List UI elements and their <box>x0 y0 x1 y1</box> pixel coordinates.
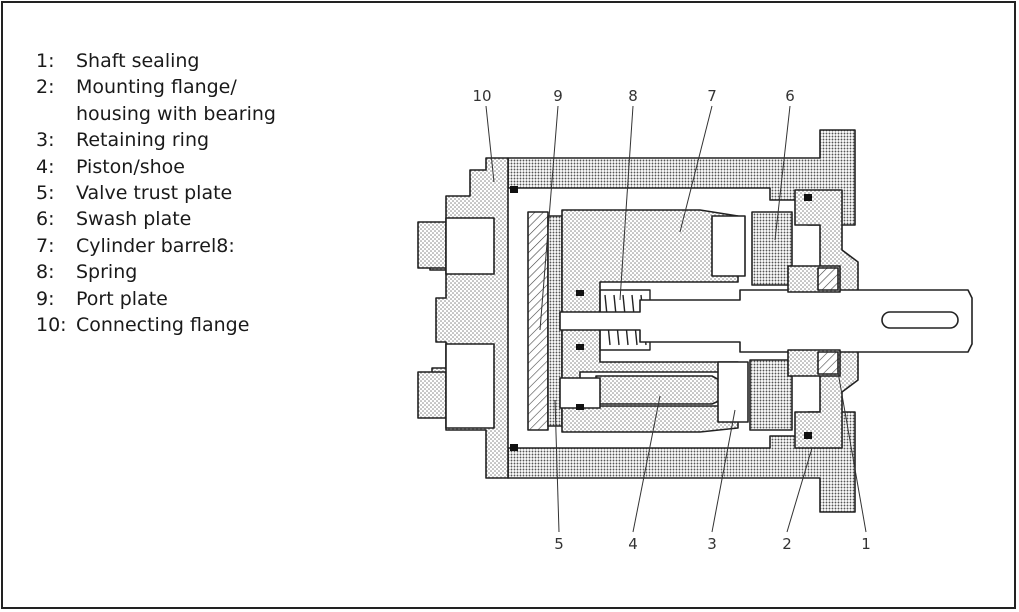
legend-number: 6: <box>36 208 55 231</box>
legend-number: 8: <box>36 261 55 284</box>
legend-item: 7: Cylinder barrel8: <box>36 233 276 259</box>
housing-lower-shell <box>507 411 856 513</box>
swash-plate-lower <box>749 359 793 431</box>
legend-item: 4: Piston/shoe <box>36 154 276 180</box>
callout-label-6: 6 <box>785 87 795 105</box>
legend-label: Shaft sealing <box>76 50 200 72</box>
callout-label-8: 8 <box>628 87 638 105</box>
lower-port-cap <box>445 343 495 429</box>
shaft-seal-lower <box>817 351 839 375</box>
legend-item: 5: Valve trust plate <box>36 180 276 206</box>
legend-number: 2: <box>36 76 55 99</box>
parts-legend: 1: Shaft sealing 2: Mounting flange/ housi… <box>36 48 276 338</box>
lower-port-fitting <box>417 371 447 419</box>
callout-label-3: 3 <box>707 535 717 553</box>
leader-lines <box>485 105 867 533</box>
legend-item: 9: Port plate <box>36 286 276 312</box>
retaining-ring-lower <box>717 361 749 423</box>
upper-port-fitting <box>417 221 447 269</box>
callout-label-4: 4 <box>628 535 638 553</box>
legend-label: Mounting flange/ housing with bearing <box>76 76 276 125</box>
legend-label: Cylinder barrel8: <box>76 234 235 257</box>
shaft-keyway <box>881 311 959 329</box>
legend-label: Retaining ring <box>76 129 210 152</box>
retaining-ring <box>711 215 746 277</box>
swash-plate <box>751 211 793 286</box>
legend-number: 1: <box>36 50 55 72</box>
o-ring-seals <box>510 186 812 451</box>
piston-head <box>559 377 601 409</box>
legend-item: 6: Swash plate <box>36 206 276 232</box>
legend-number: 10: <box>36 314 67 337</box>
legend-label: Piston/shoe <box>76 155 185 178</box>
legend-number: 3: <box>36 129 55 152</box>
legend-item: 10: Connecting flange <box>36 312 276 338</box>
connecting-flange <box>429 157 509 479</box>
legend-number: 9: <box>36 287 55 310</box>
legend-item: 2: Mounting flange/ housing with bearing <box>36 74 276 127</box>
callout-label-10: 10 <box>472 87 491 105</box>
legend-item: 8: Spring <box>36 259 276 285</box>
piston-shoe <box>595 375 731 405</box>
legend-number: 5: <box>36 182 55 205</box>
shaft-seal-upper <box>817 267 839 291</box>
callout-label-5: 5 <box>554 535 564 553</box>
legend-label: Spring <box>76 261 138 284</box>
callout-label-1: 1 <box>861 535 871 553</box>
legend-label: Valve trust plate <box>76 182 233 205</box>
callout-label-9: 9 <box>553 87 563 105</box>
legend-item: 3: Retaining ring <box>36 127 276 153</box>
callout-label-2: 2 <box>782 535 792 553</box>
legend-number: 4: <box>36 155 55 178</box>
legend-item: 1: Shaft sealing <box>36 48 276 74</box>
legend-label: Swash plate <box>76 208 192 231</box>
upper-port-cap <box>445 217 495 275</box>
legend-label: Connecting flange <box>76 314 250 337</box>
port-plate <box>527 211 549 431</box>
legend-label: Port plate <box>76 287 168 310</box>
legend-number: 7: <box>36 234 55 257</box>
callout-label-7: 7 <box>707 87 717 105</box>
